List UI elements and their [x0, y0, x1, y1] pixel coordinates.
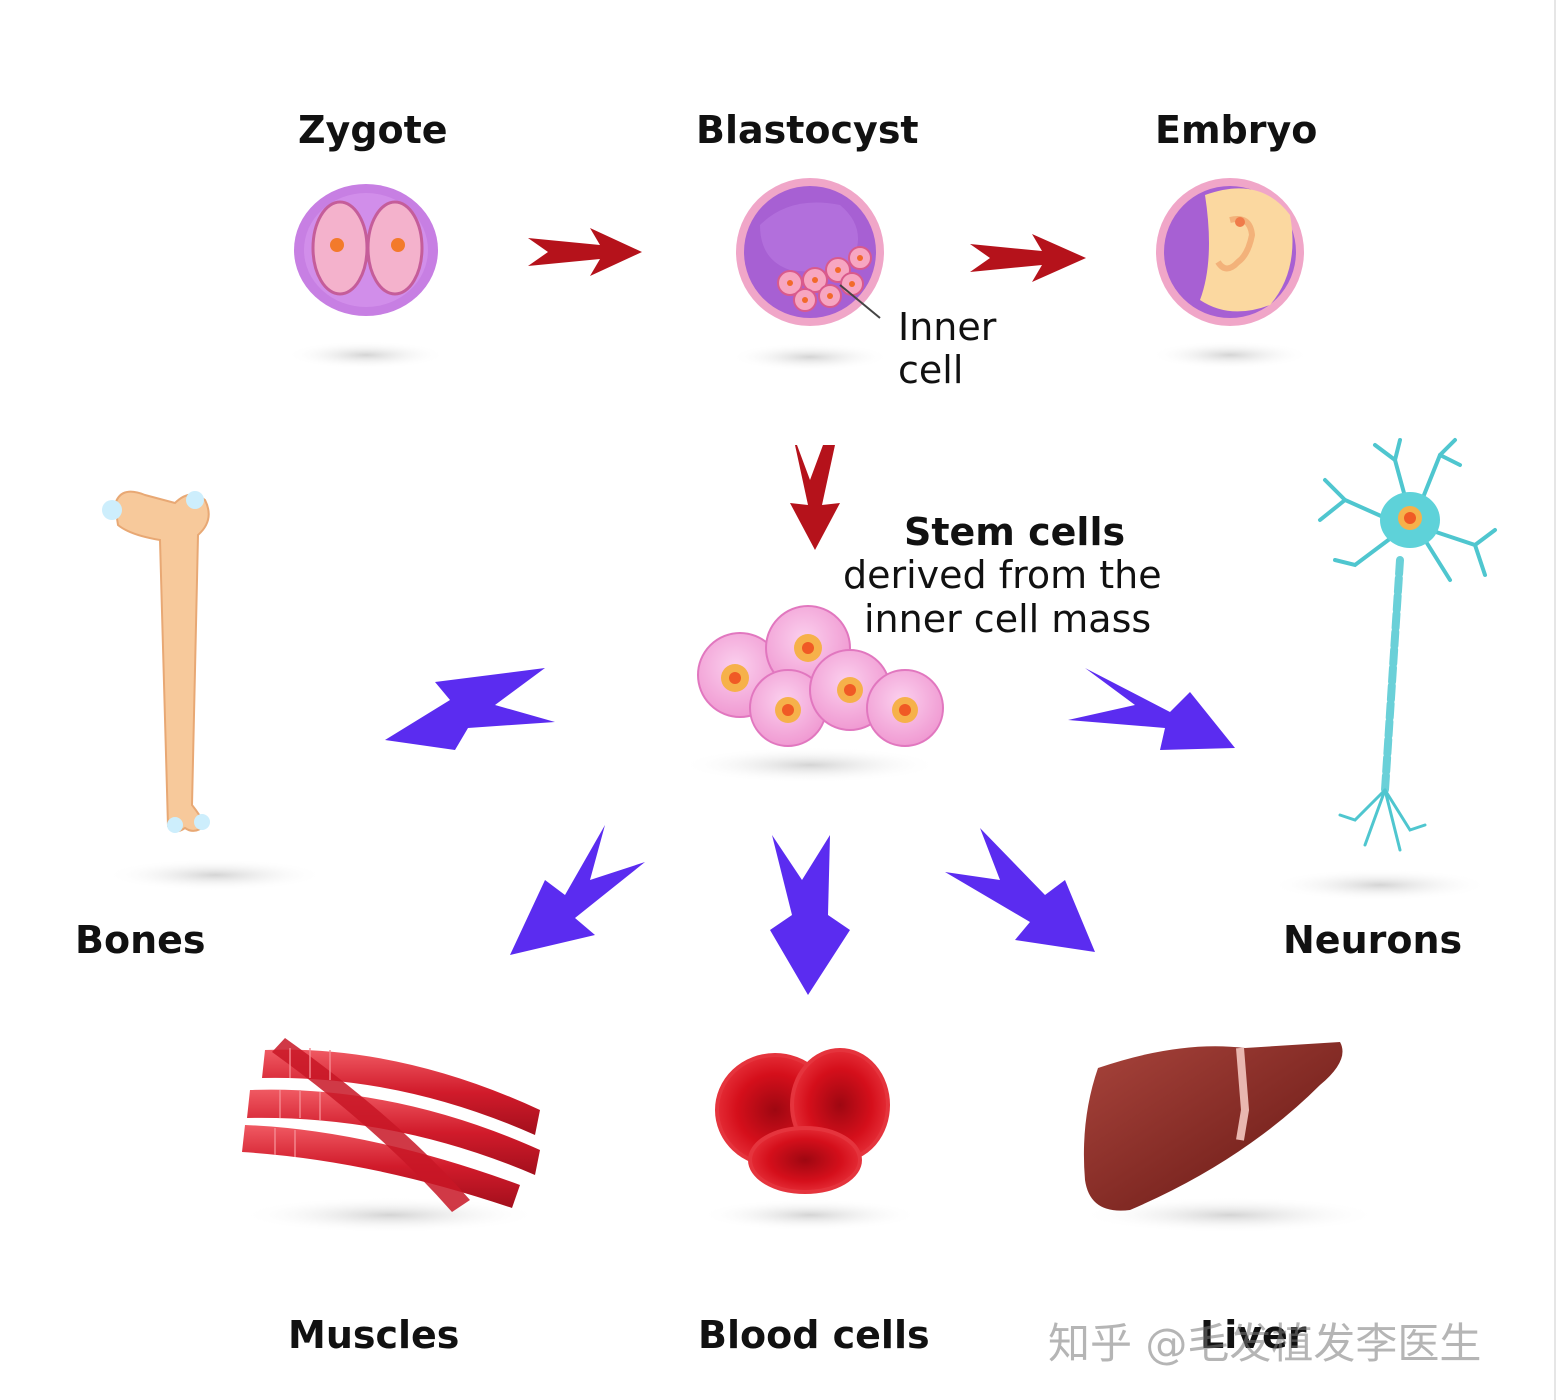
- neuron-soma: [1380, 492, 1440, 548]
- label-blastocyst: Blastocyst: [696, 108, 919, 152]
- bone-illustration: [102, 490, 210, 833]
- blood-cells-illustration: [715, 1048, 890, 1194]
- watermark: 知乎 @毛发植发李医生: [1048, 1319, 1482, 1368]
- label-embryo: Embryo: [1155, 108, 1318, 152]
- label-inner-cell-line1: Inner: [898, 305, 997, 349]
- label-blood-cells: Blood cells: [698, 1313, 930, 1357]
- label-inner-cell-line2: cell: [898, 348, 964, 392]
- blastocyst-illustration: [736, 178, 884, 326]
- label-bones: Bones: [75, 918, 206, 962]
- stem-cells-illustration: [697, 605, 944, 747]
- liver-illustration: [1083, 1042, 1343, 1211]
- zygote-illustration: [294, 184, 438, 316]
- muscle-illustration: [242, 1038, 540, 1212]
- label-stem-cells-line2: derived from the: [843, 553, 1162, 597]
- label-neurons: Neurons: [1283, 918, 1463, 962]
- progression-arrows: [528, 228, 1086, 550]
- differentiation-arrows: [385, 668, 1235, 995]
- label-muscles: Muscles: [288, 1313, 460, 1357]
- embryo-illustration: [1156, 178, 1304, 326]
- label-liver: Liver: [1200, 1313, 1307, 1357]
- label-stem-cells-title: Stem cells: [904, 510, 1126, 554]
- label-stem-cells-line3: inner cell mass: [864, 597, 1152, 641]
- right-edge-border: [1554, 0, 1556, 1400]
- label-zygote: Zygote: [298, 108, 448, 152]
- ground-shadows: [105, 341, 1490, 1233]
- neuron-illustration: [1318, 438, 1497, 852]
